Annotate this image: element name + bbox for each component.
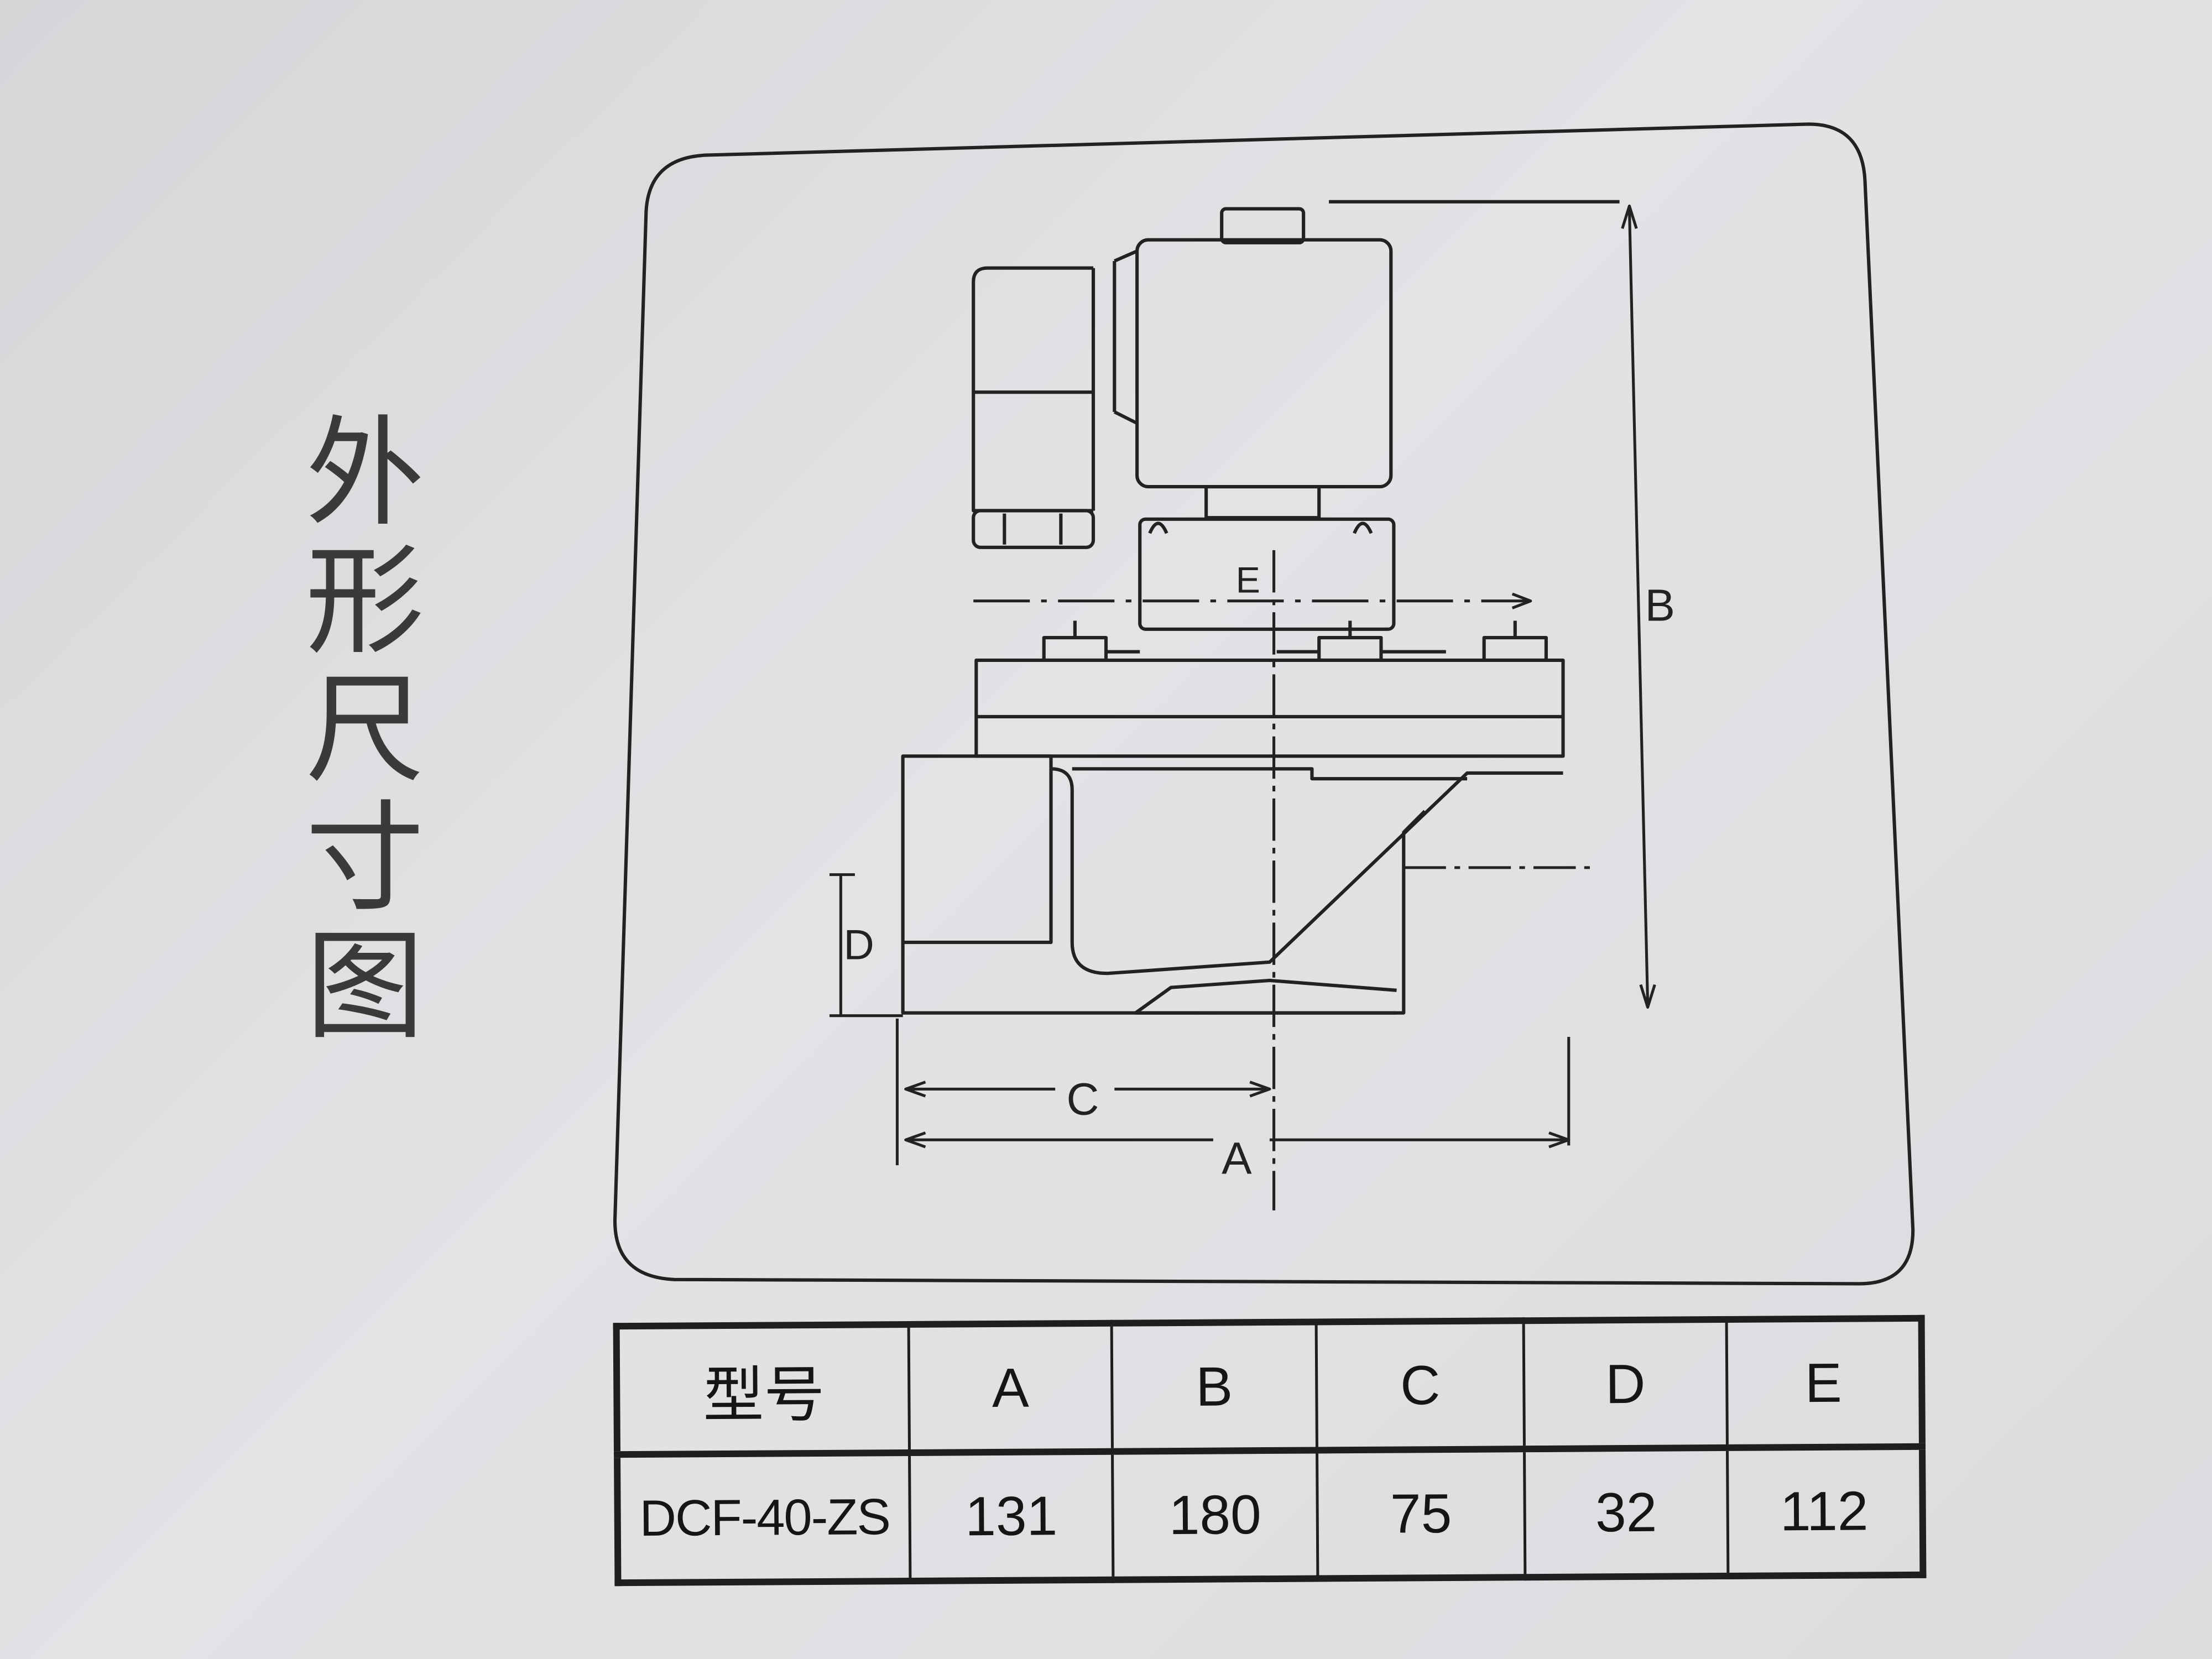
header-e: E — [1726, 1318, 1922, 1448]
dim-label-b: B — [1645, 580, 1674, 630]
cell-model: DCF-40-ZS — [617, 1452, 910, 1583]
table-row: DCF-40-ZS 131 180 75 32 112 — [617, 1446, 1923, 1583]
cell-a: 131 — [909, 1451, 1113, 1581]
title-char: 图 — [305, 917, 425, 1056]
header-d: D — [1524, 1319, 1728, 1449]
solenoid-cap — [1220, 207, 1306, 244]
coil — [1135, 238, 1393, 489]
bolt — [1482, 620, 1548, 662]
title-char: 尺 — [305, 660, 425, 799]
bolt — [1042, 620, 1140, 662]
flange — [974, 658, 1565, 758]
drawing-frame — [613, 122, 1915, 1286]
bonnet — [1138, 517, 1396, 631]
dimension-lines — [830, 204, 1656, 1211]
dim-label-d: D — [844, 922, 874, 969]
valve-body — [901, 754, 1053, 945]
header-model: 型号 — [616, 1324, 910, 1455]
dim-label-e: E — [1236, 560, 1260, 601]
title-char: 外 — [305, 404, 425, 542]
cell-d: 32 — [1524, 1447, 1728, 1578]
dimension-table: 型号 A B C D E DCF-40-ZS 131 180 75 32 112 — [613, 1314, 1927, 1587]
header-a: A — [909, 1323, 1113, 1453]
header-b: B — [1112, 1322, 1317, 1452]
cell-c: 75 — [1317, 1449, 1525, 1579]
cell-e: 112 — [1727, 1446, 1923, 1576]
title-char: 形 — [305, 532, 425, 671]
connector — [972, 249, 1138, 549]
dim-label-a: A — [1222, 1133, 1252, 1183]
cell-b: 180 — [1112, 1450, 1318, 1580]
title-char: 寸 — [305, 789, 425, 927]
page-title: 外 形 尺 寸 图 — [301, 409, 429, 1051]
header-c: C — [1316, 1321, 1525, 1451]
bolt — [1276, 620, 1446, 662]
dim-label-c: C — [1067, 1074, 1099, 1124]
table-header-row: 型号 A B C D E — [616, 1318, 1922, 1455]
